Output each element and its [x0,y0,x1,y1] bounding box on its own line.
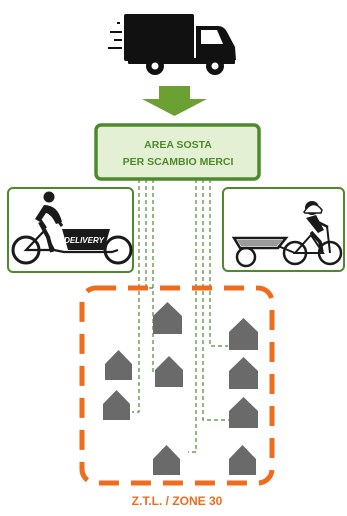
route-line [145,179,153,289]
house-icon [229,445,256,475]
house-icon [105,350,132,380]
houses [103,302,258,475]
cargo-bike-rider-icon: DELIVERY [11,191,133,265]
parking-area-box: AREA SOSTA PER SCAMBIO MERCI [94,123,261,181]
zone-label: Z.T.L. / ZONE 30 [132,494,223,508]
zone-boundary [79,285,275,486]
route-line [209,179,228,347]
house-icon [229,397,258,428]
route-line [132,179,140,413]
house-icon [229,318,258,350]
down-arrow-icon [142,86,207,116]
house-icon [153,302,182,334]
route-line [202,179,229,421]
route-line [188,179,197,453]
house-icon [229,357,258,389]
cargo-bike-label: DELIVERY [64,236,105,245]
delivery-truck-icon [108,14,236,75]
house-icon [153,445,180,475]
house-icon [103,390,130,420]
parking-area-subtitle: PER SCAMBIO MERCI [123,156,234,168]
parking-area-title: AREA SOSTA [144,139,212,151]
cargo-bike-panel: DELIVERY [7,187,134,273]
trailer-bike-panel [222,187,345,272]
trailer-bike-rider-icon [231,201,343,268]
house-icon [155,356,183,387]
